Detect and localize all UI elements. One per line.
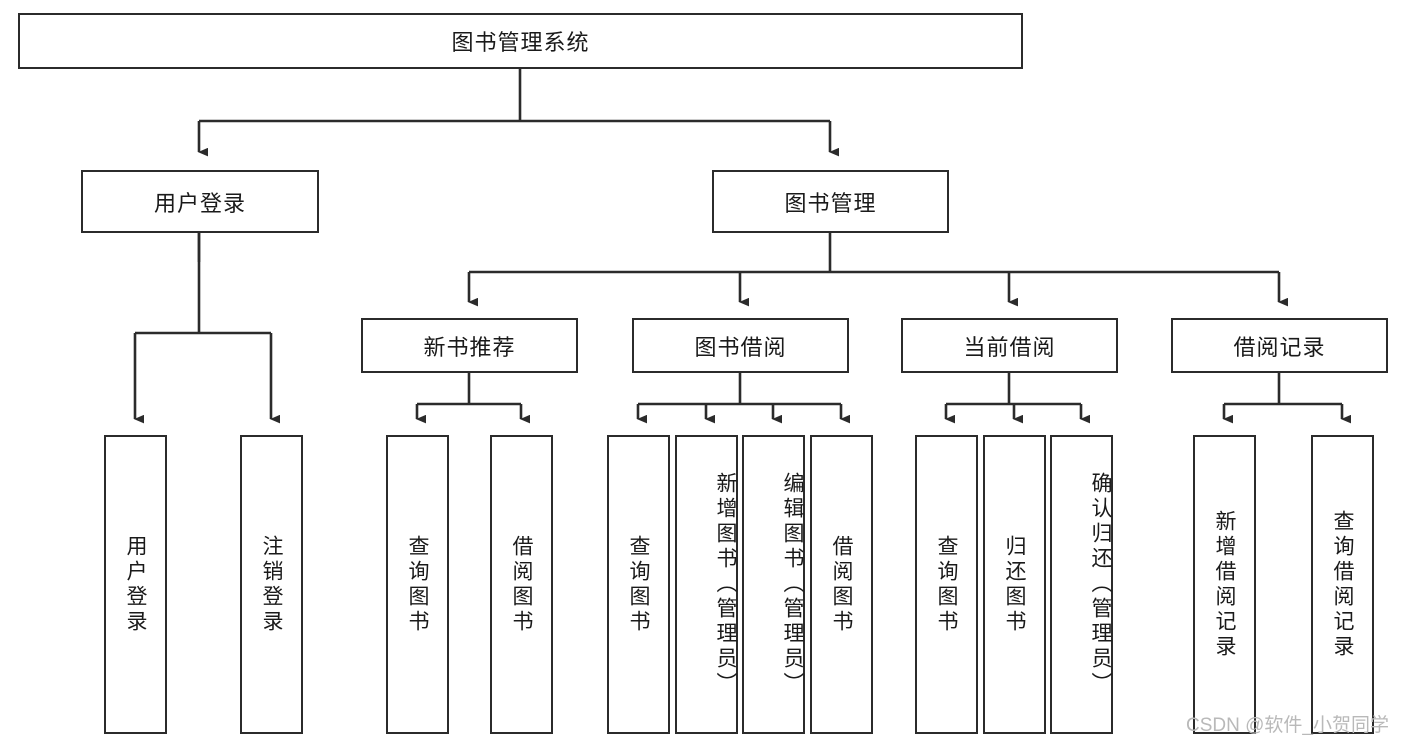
leaf-user-login-logout[interactable]: 注销登录: [240, 435, 303, 734]
leaf-book-borrow-edit-book-admin[interactable]: 编辑图书（管理员）: [742, 435, 805, 734]
leaf-current-borrow-query-book[interactable]: 查询图书: [915, 435, 978, 734]
leaf-borrow-record-query-record[interactable]: 查询借阅记录: [1311, 435, 1374, 734]
node-user-login[interactable]: 用户登录: [81, 170, 319, 233]
leaf-book-borrow-query-book[interactable]: 查询图书: [607, 435, 670, 734]
node-borrow-record[interactable]: 借阅记录: [1171, 318, 1388, 373]
node-new-book-recommend[interactable]: 新书推荐: [361, 318, 578, 373]
leaf-new-book-borrow-book[interactable]: 借阅图书: [490, 435, 553, 734]
leaf-current-borrow-confirm-return-admin[interactable]: 确认归还（管理员）: [1050, 435, 1113, 734]
node-book-borrow[interactable]: 图书借阅: [632, 318, 849, 373]
leaf-new-book-query-book[interactable]: 查询图书: [386, 435, 449, 734]
node-current-borrow[interactable]: 当前借阅: [901, 318, 1118, 373]
leaf-borrow-record-add-record[interactable]: 新增借阅记录: [1193, 435, 1256, 734]
node-root-book-management-system[interactable]: 图书管理系统: [18, 13, 1023, 69]
csdn-watermark: CSDN @软件_小贺同学: [1186, 715, 1389, 736]
leaf-current-borrow-return-book[interactable]: 归还图书: [983, 435, 1046, 734]
node-book-management[interactable]: 图书管理: [712, 170, 949, 233]
leaf-book-borrow-add-book-admin[interactable]: 新增图书（管理员）: [675, 435, 738, 734]
leaf-book-borrow-borrow-book[interactable]: 借阅图书: [810, 435, 873, 734]
leaf-user-login-login[interactable]: 用户登录: [104, 435, 167, 734]
